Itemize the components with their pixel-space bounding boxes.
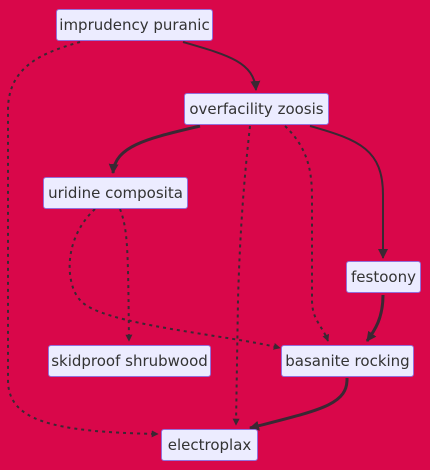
node-basanite-rocking: basanite rocking [281,345,414,377]
node-skidproof-shrubwood: skidproof shrubwood [48,345,211,377]
edge-overfacility-to-basanite [284,125,330,342]
edge-imprudency-to-overfacility [182,41,261,91]
node-uridine-composita: uridine composita [43,177,188,209]
edge-imprudency-to-electroplax [7,41,159,438]
edge-festoony-to-basanite [365,294,385,342]
edge-overfacility-to-electroplax [232,125,251,426]
edge-overfacility-to-festoony [309,125,388,259]
edge-basanite-to-electroplax [249,377,349,431]
edge-uridine-to-basanite [68,208,281,350]
node-electroplax: electroplax [161,429,258,461]
node-festoony: festoony [346,261,421,293]
node-imprudency-puranic: imprudency puranic [56,9,213,41]
edge-overfacility-to-uridine [108,124,201,174]
node-overfacility-zoosis: overfacility zoosis [184,93,329,125]
edge-uridine-to-skidproof [119,208,133,342]
